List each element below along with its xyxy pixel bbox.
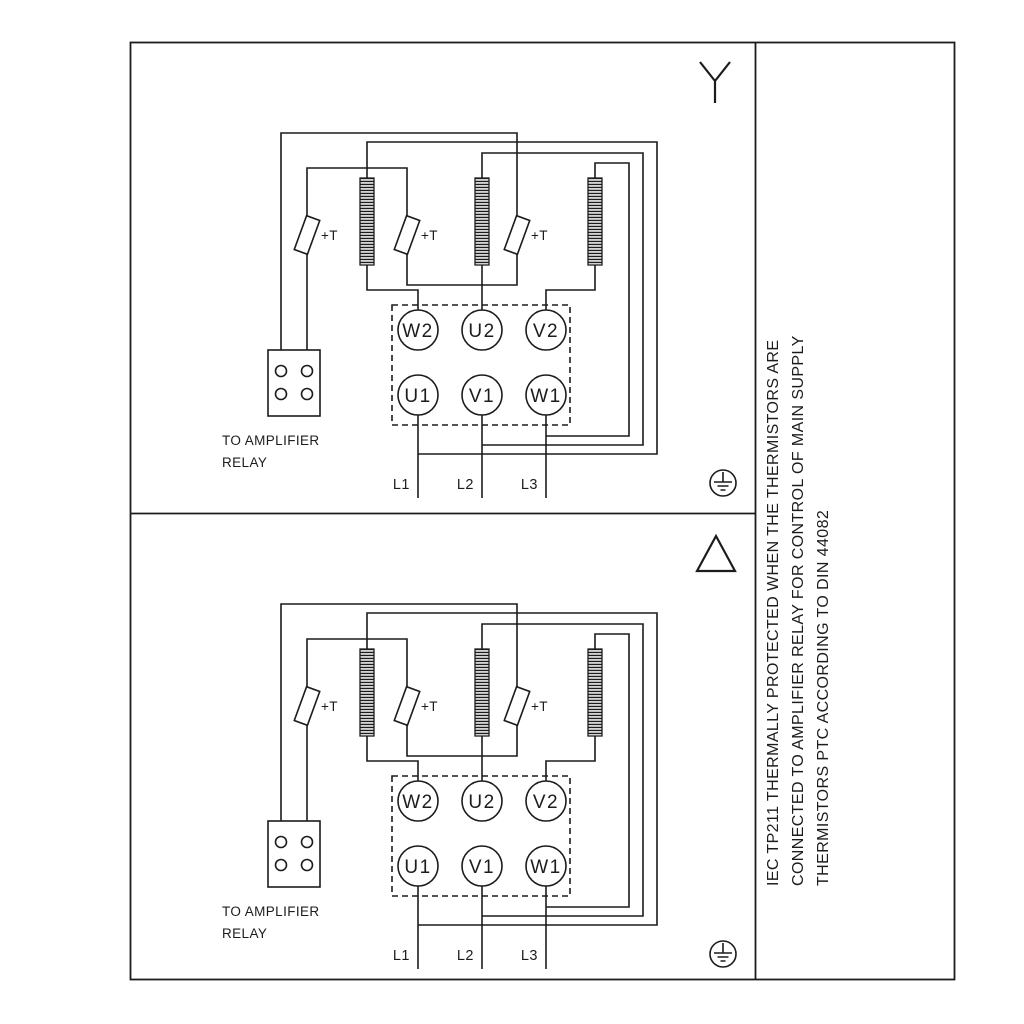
wiring-panel-star: [221, 132, 737, 499]
wiring-panel-delta: [221, 603, 737, 970]
star-connection-icon: [699, 61, 731, 103]
note-line-3: THERMISTORS PTC ACCORDING TO DIN 44082: [815, 510, 832, 886]
delta-connection-icon: [695, 533, 737, 573]
figure-frame: [129, 41, 956, 981]
note-column: IEC TP211 THERMALLY PROTECTED WHEN THE T…: [765, 335, 832, 886]
note-line-1: IEC TP211 THERMALLY PROTECTED WHEN THE T…: [765, 340, 782, 886]
note-line-2: CONNECTED TO AMPLIFIER RELAY FOR CONTROL…: [790, 335, 807, 886]
